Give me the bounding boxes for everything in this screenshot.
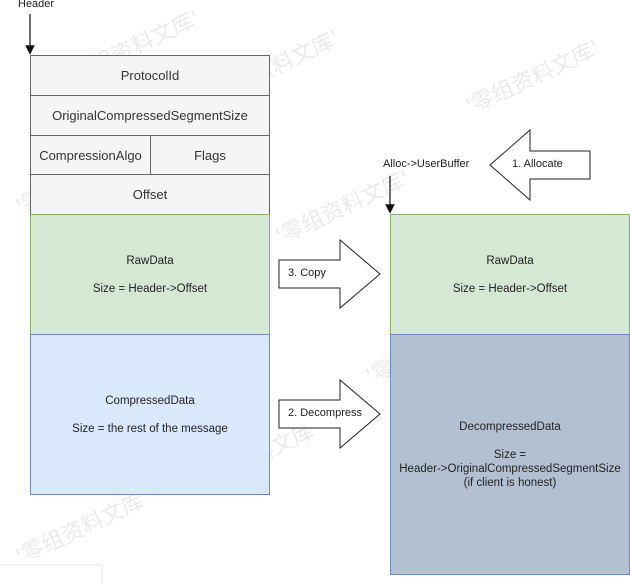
copy-block-arrow <box>278 238 381 310</box>
decompressed-data-title: DecompressedData <box>459 420 561 433</box>
copy-arrow-label: 3. Copy <box>288 267 326 279</box>
decompressed-data-size-line-3: (if client is honest) <box>463 476 557 489</box>
alloc-user-buffer-label: Alloc->UserBuffer <box>383 158 470 170</box>
decompress-arrow-label: 2. Decompress <box>288 407 362 419</box>
allocate-block-arrow <box>489 128 591 202</box>
protocol-id-field: ProtocolId <box>30 55 270 96</box>
decompressed-data-size-line-1: Size = <box>493 448 527 461</box>
flags-field: Flags <box>150 135 270 175</box>
decompress-block-arrow <box>278 378 381 450</box>
compressed-data-block: CompressedData Size = the rest of the me… <box>30 334 270 495</box>
decompressed-data-block: DecompressedData Size = Header->Original… <box>390 334 630 575</box>
right-raw-data-block: RawData Size = Header->Offset <box>390 214 630 335</box>
offset-field: Offset <box>30 174 270 215</box>
compressed-data-title: CompressedData <box>105 394 195 407</box>
compressed-data-size: Size = the rest of the message <box>72 422 228 435</box>
left-raw-data-size: Size = Header->Offset <box>92 282 208 295</box>
left-raw-data-title: RawData <box>126 254 174 267</box>
header-label: Header <box>18 0 55 10</box>
decompressed-data-size-line-2: Header->OriginalCompressedSegmentSize <box>399 462 621 475</box>
partial-frame <box>0 564 103 583</box>
right-raw-data-title: RawData <box>486 254 534 267</box>
allocate-arrow-label: 1. Allocate <box>512 158 563 170</box>
left-raw-data-block: RawData Size = Header->Offset <box>30 214 270 335</box>
right-raw-data-size: Size = Header->Offset <box>452 282 568 295</box>
compression-algo-field: CompressionAlgo <box>30 135 151 175</box>
